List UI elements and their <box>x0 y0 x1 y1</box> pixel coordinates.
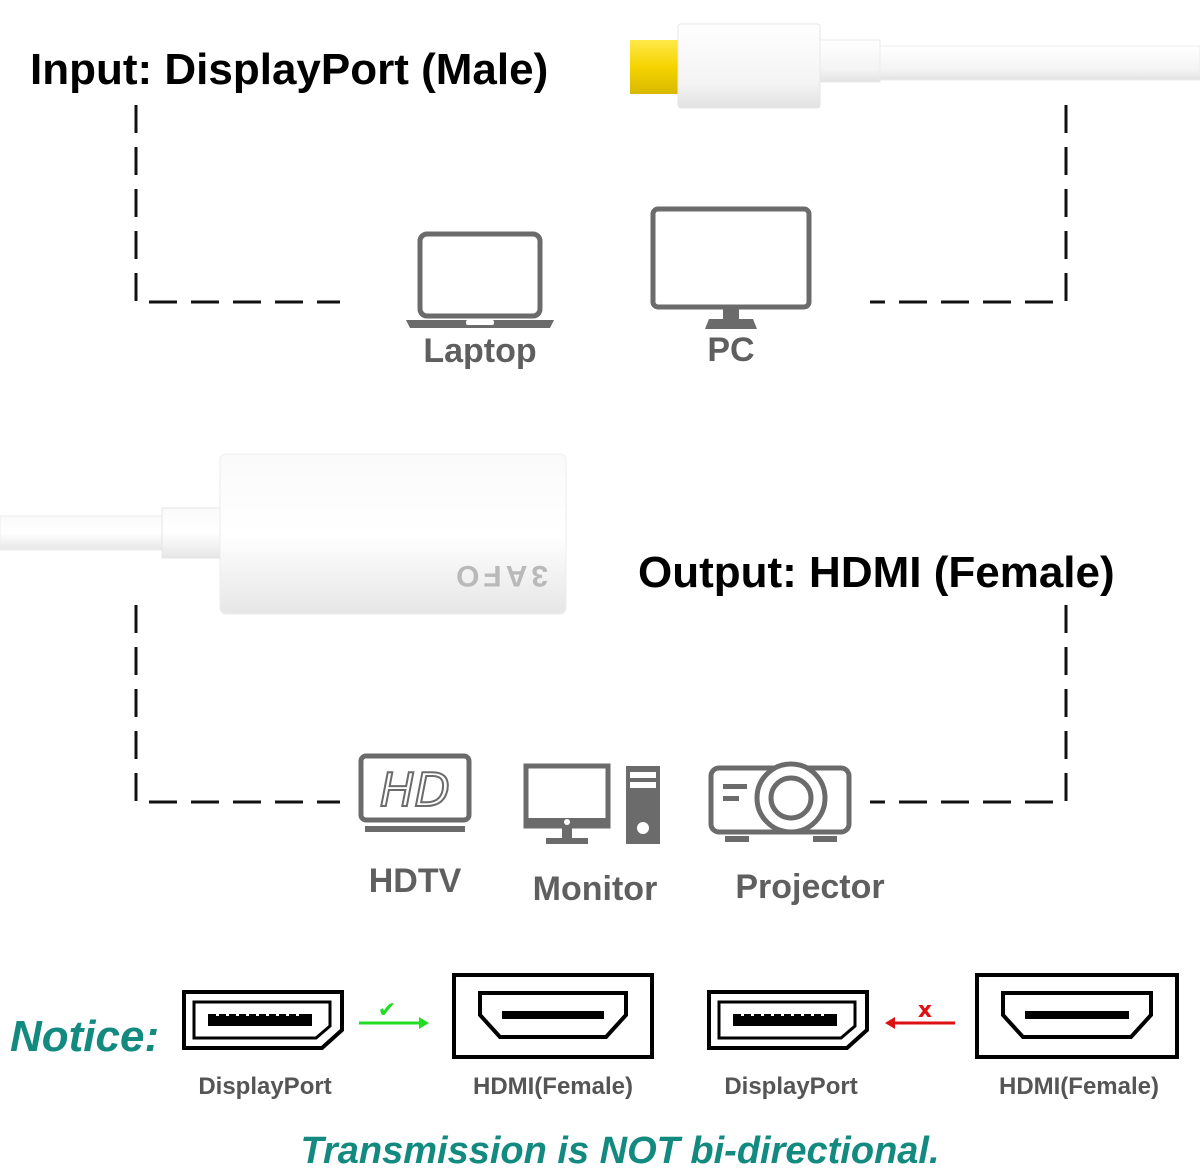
hdtv-label: HDTV <box>368 862 462 900</box>
laptop-device: Laptop <box>400 228 560 371</box>
hdtv-device: HD HDTV <box>355 752 475 901</box>
adapter-logo: 3AFO <box>452 559 548 592</box>
displayport-connector-image <box>620 0 1200 130</box>
output-heading: Output: HDMI (Female) <box>638 548 1115 597</box>
hdmi-port-icon-2 <box>975 973 1179 1059</box>
displayport-port-icon-1 <box>180 988 346 1052</box>
pc-label: PC <box>707 331 755 369</box>
not-supported-arrow-icon: x <box>883 995 957 1035</box>
monitor-label: Monitor <box>532 870 658 908</box>
displayport-port-icon-2 <box>705 988 871 1052</box>
monitor-device: Monitor <box>520 760 670 909</box>
projector-icon <box>708 761 852 842</box>
input-heading: Input: DisplayPort (Male) <box>30 45 549 94</box>
svg-text:x: x <box>918 998 932 1023</box>
projector-label: Projector <box>735 868 885 906</box>
pair2-from-label: DisplayPort <box>724 1073 858 1100</box>
hdtv-icon: HD <box>358 753 472 832</box>
pc-device: PC <box>645 205 825 370</box>
notice-title: Notice: <box>10 1012 160 1061</box>
projector-device: Projector <box>705 758 915 907</box>
hdmi-adapter-image: 3AFO <box>0 450 570 620</box>
pc-monitor-icon <box>650 206 812 329</box>
bidirectional-warning: Transmission is NOT bi-directional. <box>300 1130 940 1172</box>
pair1-to-label: HDMI(Female) <box>472 1073 634 1100</box>
pair2-to-label: HDMI(Female) <box>998 1073 1160 1100</box>
laptop-icon <box>406 231 554 328</box>
svg-text:HD: HD <box>380 763 450 817</box>
desktop-monitor-icon <box>523 763 660 844</box>
svg-text:✔: ✔ <box>378 998 396 1023</box>
pair1-from-label: DisplayPort <box>198 1073 332 1100</box>
hdmi-port-icon-1 <box>452 973 654 1059</box>
supported-arrow-icon: ✔ <box>357 995 431 1035</box>
laptop-label: Laptop <box>423 332 537 370</box>
